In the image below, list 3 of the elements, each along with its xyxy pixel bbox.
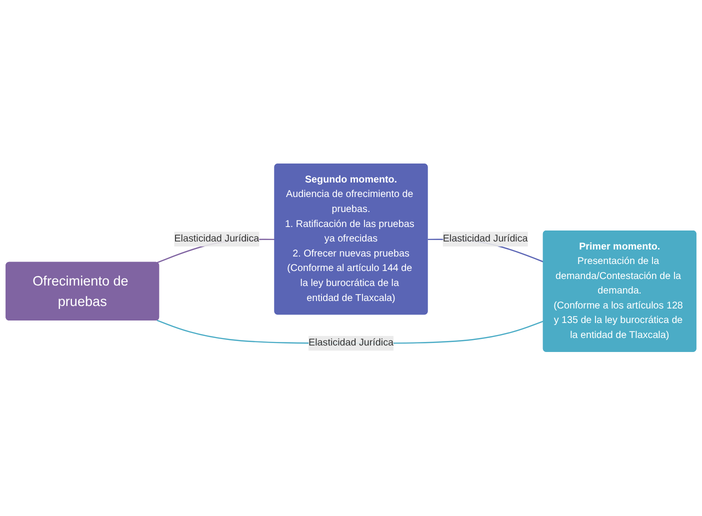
edge-label: Elasticidad Jurídica — [308, 338, 394, 348]
edge-label: Elasticidad Jurídica — [442, 234, 528, 244]
edge-label: Elasticidad Jurídica — [174, 234, 260, 244]
